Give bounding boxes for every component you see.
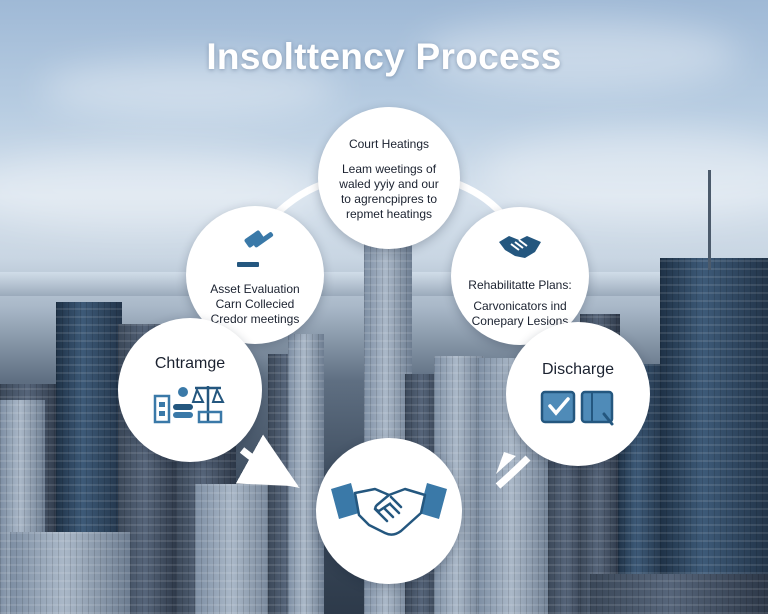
node-discharge-heading: Discharge [541, 361, 615, 378]
node-court-hearings: Court Heatings Leam weetings of waled yy… [318, 107, 460, 249]
node-court-hearings-line-2: waled yyiy and our [339, 177, 439, 191]
node-rehab-line-3: Conepary Lesions [471, 313, 569, 328]
node-court-hearings-line-3: to agrencpipres to [340, 192, 438, 206]
node-discharge: Discharge [506, 322, 650, 466]
node-rehab-line-2: Carvonicators ind [473, 298, 567, 313]
node-center-agreement [316, 438, 462, 584]
document-check-icon [540, 390, 614, 426]
node-chtramge: Chtramge [118, 318, 262, 462]
node-asset-line-2: Carn Collecied [215, 296, 295, 311]
handshake-icon [499, 235, 541, 258]
gavel-icon [237, 230, 274, 267]
node-court-hearings-heading: Court Heatings [348, 137, 430, 151]
node-asset-line-3: Credor meetings [210, 311, 300, 326]
node-rehab-line-1: Rehabilitatte Plans: [468, 277, 572, 292]
handshake-icon [331, 483, 447, 536]
page-title: Insolttency Process [206, 36, 562, 77]
assets-scale-icon [153, 386, 225, 424]
node-court-hearings-line-1: Leam weetings of [341, 162, 437, 176]
node-court-hearings-line-4: repmet heatings [345, 207, 433, 221]
node-chtramge-heading: Chtramge [154, 355, 226, 372]
node-asset-line-1: Asset Evaluation [210, 281, 300, 296]
